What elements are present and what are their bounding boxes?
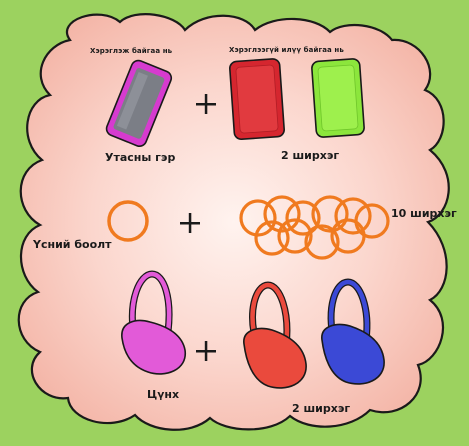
hair-tie-label: Үсний боолт — [33, 238, 112, 251]
hair-count-label: 10 ширхэг — [391, 207, 457, 220]
bag-label: Цүнх — [147, 388, 179, 401]
phone-case-icon — [229, 58, 284, 139]
phone-case-icon — [311, 58, 364, 137]
used-header: Хэрэглэж байгаа нь — [90, 47, 172, 55]
unused-header: Хэрэглээгүй илүү байгаа нь — [229, 46, 344, 54]
phone-case-label: Утасны гэр — [105, 151, 175, 164]
bag-count-label: 2 ширхэг — [292, 402, 350, 415]
phone-count-label: 2 ширхэг — [281, 149, 339, 162]
